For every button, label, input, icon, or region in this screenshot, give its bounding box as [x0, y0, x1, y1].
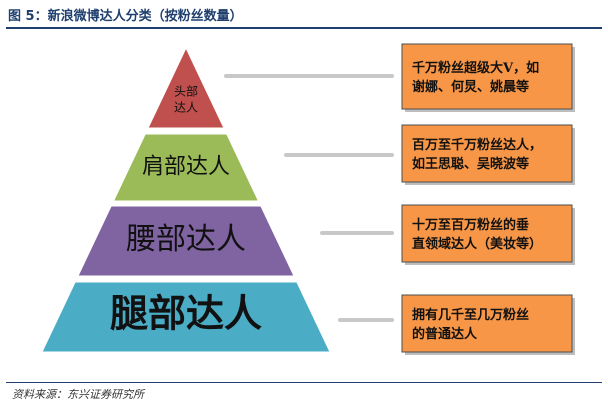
note-box-3	[401, 204, 573, 263]
note-box-4	[401, 294, 573, 353]
tier-1-label-line-2: 达人	[174, 101, 198, 115]
tier-1-label-line-1: 头部	[174, 84, 198, 99]
tier-2-label-line-1: 肩部达人	[142, 155, 230, 180]
pyramid-tier-3	[77, 205, 295, 277]
note-box-1	[401, 43, 573, 110]
pyramid-tier-4	[41, 281, 331, 353]
note-2-text-line-2: 如王思聪、吴晓波等	[412, 156, 529, 172]
tier-3-label-line-1: 腰部达人	[126, 222, 246, 257]
note-3-text-line-1: 十万至百万粉丝的垂	[412, 217, 529, 233]
figure-title: 图 5：新浪微博达人分类（按粉丝数量）	[8, 9, 243, 24]
source-rule	[6, 382, 602, 383]
pyramid-tier-2	[112, 133, 260, 202]
tier-4-label-line-1: 腿部达人	[110, 291, 262, 336]
note-4-text-line-1: 拥有几千至几万粉丝	[412, 307, 529, 323]
note-2-text-line-1: 百万至千万粉丝达人，	[412, 137, 542, 153]
note-4-text-line-2: 的普通达人	[412, 326, 478, 342]
note-3-text-line-2: 直领域达人（美妆等）	[412, 236, 542, 252]
pyramid-tier-1	[147, 46, 225, 129]
note-1-text-line-1: 千万粉丝超级大V，如	[412, 60, 539, 76]
note-1-text-line-2: 谢娜、何炅、姚晨等	[412, 79, 529, 95]
source-note: 资料来源：东兴证券研究所	[12, 388, 144, 401]
title-rule	[6, 27, 602, 29]
note-box-2	[401, 124, 573, 183]
